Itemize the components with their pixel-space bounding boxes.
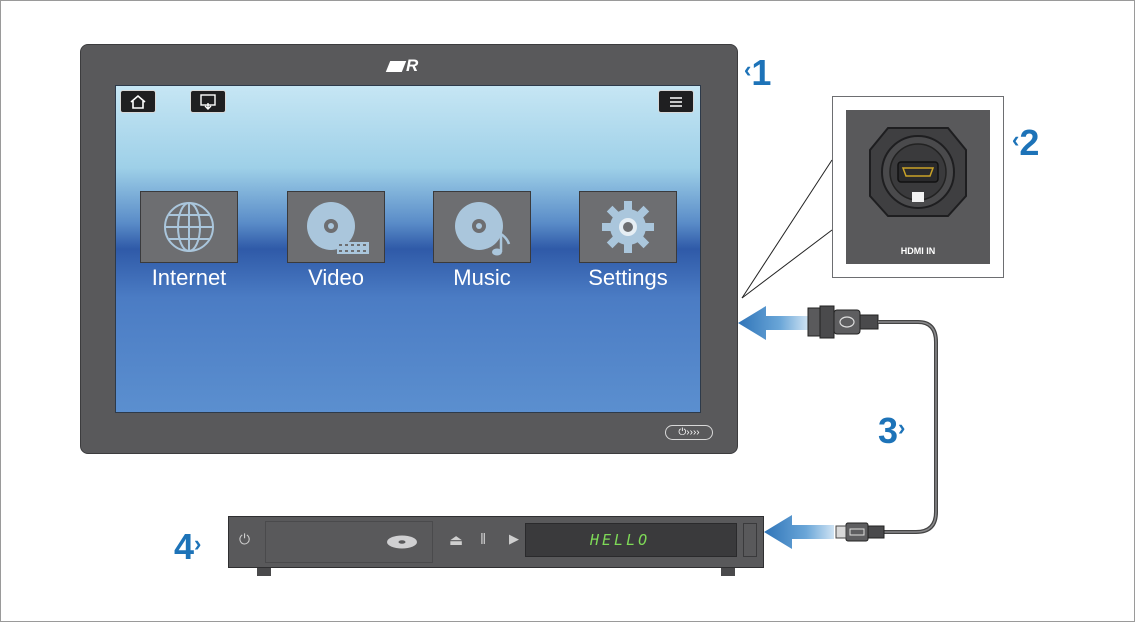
power-button-strip[interactable]: ⏻›››› [665, 425, 713, 440]
eject-button[interactable]: ⏏ [449, 531, 463, 549]
player-foot [257, 568, 271, 576]
hamburger-menu-icon [670, 96, 682, 107]
hdmi-port-panel: HDMI IN [846, 110, 990, 264]
app-internet[interactable]: Internet [140, 191, 238, 291]
app-tile [433, 191, 531, 263]
app-label: Music [453, 265, 511, 290]
home-button[interactable] [120, 90, 156, 113]
screenshot-button[interactable] [190, 90, 226, 113]
app-music[interactable]: Music [433, 191, 531, 291]
chevron-right-icon: › [194, 531, 202, 556]
media-player: ⏻ ⏏ ‖ ▶ HELLO [228, 516, 764, 568]
chevron-left-icon: ‹ [1012, 127, 1020, 152]
pause-button[interactable]: ‖ [480, 531, 486, 548]
player-display: HELLO [525, 523, 737, 557]
music-disc-icon [455, 202, 511, 256]
app-tile [579, 191, 677, 263]
hdmi-in-label: HDMI IN [900, 246, 936, 256]
app-video[interactable]: Video [287, 191, 385, 291]
callout-3: 3› [878, 410, 906, 451]
brand-logo: R [385, 57, 428, 75]
app-label: Video [308, 265, 364, 290]
chevron-left-icon: ‹ [744, 57, 752, 82]
globe-icon [164, 202, 214, 252]
hdmi-port-icon [869, 127, 967, 217]
player-foot [721, 568, 735, 576]
eject-icon: ⏏ [449, 532, 464, 549]
home-icon [130, 94, 146, 109]
play-button[interactable]: ▶ [509, 531, 519, 547]
app-tile [287, 191, 385, 263]
pause-icon: ‖ [480, 531, 487, 548]
chevron-right-icon: › [898, 415, 906, 440]
player-power-button[interactable]: ⏻ [239, 531, 250, 548]
play-icon: ▶ [509, 531, 519, 546]
power-icon: ⏻ [239, 531, 251, 547]
callout-4: 4› [174, 526, 202, 567]
disc-icon [387, 535, 417, 549]
video-disc-icon [307, 202, 369, 254]
app-tile [140, 191, 238, 263]
app-settings[interactable]: Settings [579, 191, 677, 291]
app-label: Settings [588, 265, 668, 290]
menu-button[interactable] [658, 90, 694, 113]
screenshot-icon [200, 93, 216, 110]
app-label: Internet [151, 265, 227, 290]
multifunction-display: R [80, 44, 738, 454]
hdmi-port-inset: HDMI IN [832, 96, 1004, 278]
gear-icon [602, 201, 654, 253]
display-screen: Internet [115, 85, 701, 413]
disc-tray [265, 521, 433, 563]
power-icon: ⏻ [678, 427, 687, 438]
player-card-slot [743, 523, 757, 557]
callout-2: ‹2 [1012, 122, 1040, 163]
callout-1: ‹1 [744, 52, 772, 93]
